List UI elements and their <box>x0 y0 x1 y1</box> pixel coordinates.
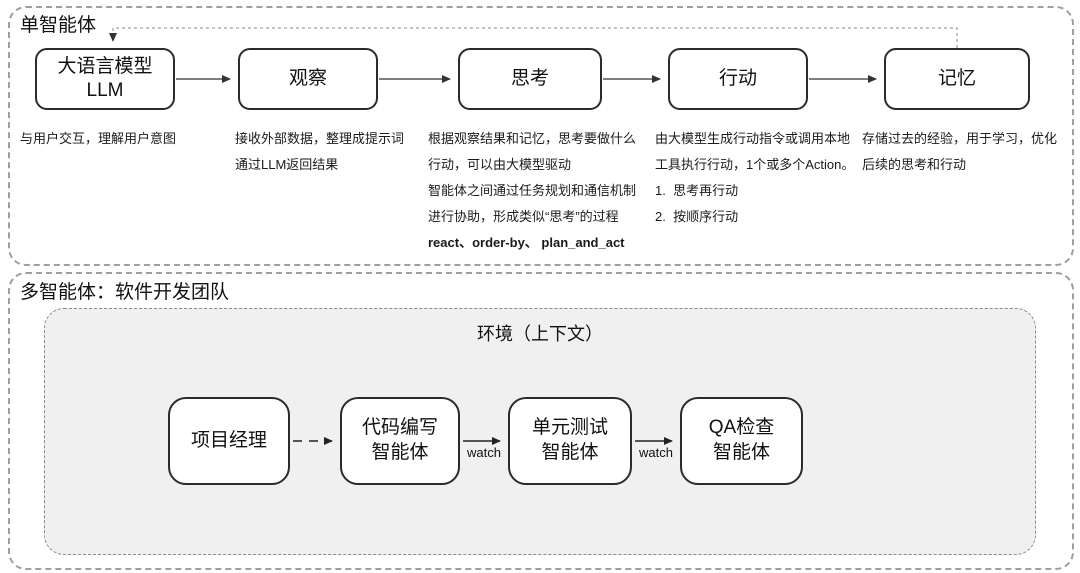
multi-agent-section-title: 多智能体：软件开发团队 <box>20 282 230 303</box>
node-memory: 记忆 <box>884 48 1030 110</box>
node-qa-agent: QA检查 智能体 <box>680 397 803 485</box>
watch-label-1: watch <box>467 445 501 460</box>
desc-line: 后续的思考和行动 <box>862 157 967 172</box>
desc-line: 进行协助，形成类似“思考”的过程 <box>428 209 619 224</box>
desc-line: 通过LLM返回结果 <box>235 157 339 172</box>
desc-line: 2. 按顺序行动 <box>655 209 739 224</box>
desc-line: 与用户交互，理解用户意图 <box>20 131 177 146</box>
desc-think: 根据观察结果和记忆，思考要做什么 行动，可以由大模型驱动 智能体之间通过任务规划… <box>428 126 662 256</box>
node-unit-test-agent: 单元测试 智能体 <box>508 397 632 485</box>
environment-title: 环境（上下文） <box>477 324 603 344</box>
desc-line: 根据观察结果和记忆，思考要做什么 <box>428 131 637 146</box>
desc-line: 1. 思考再行动 <box>655 183 739 198</box>
single-agent-section-title: 单智能体 <box>20 15 97 36</box>
node-act: 行动 <box>668 48 808 110</box>
desc-line: 由大模型生成行动指令或调用本地 <box>655 131 851 146</box>
desc-observe: 接收外部数据，整理成提示词 通过LLM返回结果 <box>235 126 431 178</box>
node-llm: 大语言模型 LLM <box>35 48 175 110</box>
desc-llm: 与用户交互，理解用户意图 <box>20 126 230 152</box>
single-agent-section <box>8 6 1074 266</box>
desc-line: 工具执行行动，1个或多个Action。 <box>655 157 855 172</box>
desc-act: 由大模型生成行动指令或调用本地 工具执行行动，1个或多个Action。 1. 思… <box>655 126 865 230</box>
desc-line: 行动，可以由大模型驱动 <box>428 157 572 172</box>
watch-label-2: watch <box>639 445 673 460</box>
desc-line: 接收外部数据，整理成提示词 <box>235 131 405 146</box>
multi-agent-section <box>8 272 1074 570</box>
node-coding-agent: 代码编写 智能体 <box>340 397 460 485</box>
node-project-manager: 项目经理 <box>168 397 290 485</box>
node-think: 思考 <box>458 48 602 110</box>
desc-memory: 存储过去的经验，用于学习，优化 后续的思考和行动 <box>862 126 1066 178</box>
desc-line: 智能体之间通过任务规划和通信机制 <box>428 183 637 198</box>
desc-line: 存储过去的经验，用于学习，优化 <box>862 131 1058 146</box>
desc-line-patterns: react、order-by、 plan_and_act <box>428 235 625 250</box>
node-observe: 观察 <box>238 48 378 110</box>
